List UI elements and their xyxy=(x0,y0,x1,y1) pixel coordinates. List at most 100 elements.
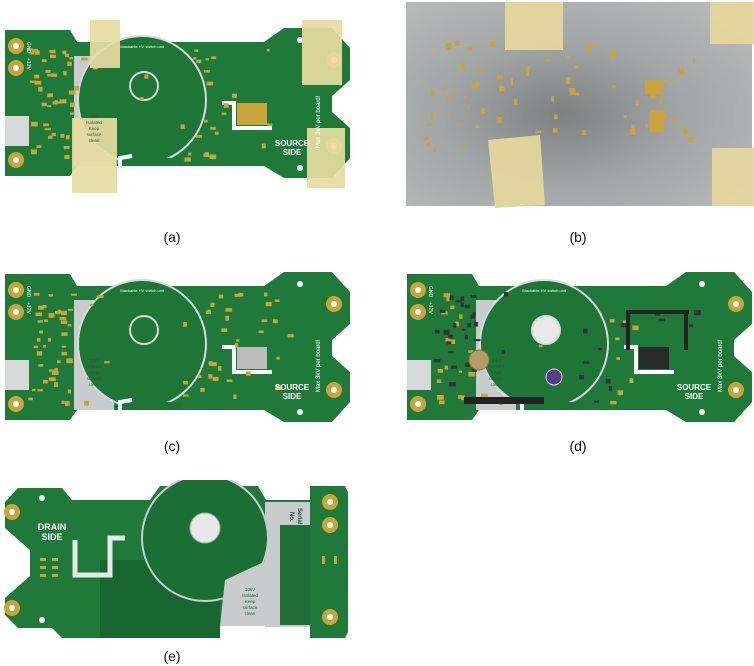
silkscreen-label: +12V xyxy=(427,302,433,314)
stencil-aperture xyxy=(659,97,662,105)
silkscreen-label: 10kV xyxy=(89,358,99,363)
stencil-aperture xyxy=(575,65,579,69)
stencil-aperture xyxy=(525,66,530,69)
stencil-aperture xyxy=(629,128,636,135)
silkscreen-label: Stackable HV switch unit xyxy=(522,288,567,293)
tape-strip xyxy=(505,2,563,50)
stencil-aperture xyxy=(688,136,693,143)
stencil-aperture xyxy=(467,47,473,51)
silkscreen-label: surface xyxy=(87,132,102,137)
silkscreen-label: 10kV xyxy=(89,114,99,119)
stencil-aperture xyxy=(535,130,542,133)
silkscreen-label: Keep xyxy=(89,126,100,131)
tape-strip xyxy=(307,128,345,188)
stencil-aperture xyxy=(489,40,495,48)
silkscreen-label: SIDE xyxy=(283,392,302,401)
stencil-aperture xyxy=(545,58,551,62)
isolation-label: Isolated xyxy=(242,593,258,598)
pcb-photo-d: Stackable HV switch unit GND +12V SOURCESID… xyxy=(407,272,752,422)
stencil-aperture xyxy=(565,56,571,59)
silkscreen-label: Max 3kV per board! xyxy=(316,95,322,148)
caption-b: (b) xyxy=(569,229,587,245)
stencil-aperture xyxy=(611,56,614,62)
stencil-apertures xyxy=(423,40,695,155)
silkscreen-label: Isolated xyxy=(86,364,102,369)
stencil-aperture xyxy=(582,130,586,135)
stencil-aperture xyxy=(471,84,476,89)
silkscreen-label: clean xyxy=(89,382,100,387)
silkscreen-label: SIDE xyxy=(685,392,704,401)
stencil-aperture xyxy=(610,50,617,57)
tape-strip xyxy=(712,148,754,206)
stencil-aperture xyxy=(650,94,656,99)
stencil-aperture xyxy=(591,45,594,49)
silkscreen-label: GND xyxy=(25,286,31,298)
isolation-label: surface xyxy=(243,605,258,610)
stencil-aperture xyxy=(430,113,434,120)
tape-strip xyxy=(488,135,545,208)
isolation-label: Keep xyxy=(245,599,256,604)
stencil-aperture xyxy=(477,68,483,72)
silkscreen-label: +12V xyxy=(25,58,31,70)
stencil-aperture xyxy=(586,44,591,52)
stencil-aperture xyxy=(455,40,460,46)
stencil-aperture xyxy=(433,148,436,152)
pcb-photo-a: Stackable HV switch unitGND+12VSOURCESID… xyxy=(5,20,350,193)
stencil-aperture xyxy=(463,96,467,99)
stencil-aperture xyxy=(426,142,431,147)
stencil-aperture xyxy=(497,75,503,80)
stencil-photo xyxy=(406,2,754,208)
tape-strip xyxy=(302,20,342,85)
stencil-aperture xyxy=(678,68,684,75)
silkscreen-label: Keep xyxy=(491,370,502,375)
silkscreen-label: surface xyxy=(87,376,102,381)
silkscreen-label: clean xyxy=(491,382,502,387)
stencil-aperture xyxy=(423,136,429,140)
drain-side-label: SIDE xyxy=(41,532,62,542)
serial-number-label: Serial xyxy=(296,508,302,525)
tape-strip xyxy=(710,2,754,44)
stencil-aperture xyxy=(452,88,457,92)
caption-d: (d) xyxy=(569,438,587,454)
stencil-aperture xyxy=(663,113,666,119)
stencil-aperture xyxy=(445,43,452,50)
stencil-sheet xyxy=(406,2,752,206)
stencil-aperture xyxy=(554,114,558,120)
stencil-aperture xyxy=(623,115,627,118)
silkscreen-label: SOURCE xyxy=(677,383,712,392)
silkscreen-label: SIDE xyxy=(283,148,302,157)
silkscreen-label: SOURCE xyxy=(275,383,310,392)
tape-strip xyxy=(90,20,120,68)
stencil-aperture xyxy=(669,79,673,82)
silkscreen-label: Stackable HV switch unit xyxy=(120,44,165,49)
panel-b-stencil xyxy=(400,0,754,212)
stencil-aperture xyxy=(475,125,480,129)
silkscreen-label: Keep xyxy=(89,370,100,375)
pcb-board: Stackable HV switch unitGND+12VSOURCESID… xyxy=(5,20,350,193)
stencil-aperture xyxy=(460,62,465,70)
silkscreen-label: Isolated xyxy=(86,120,102,125)
pcb-board-back: DRAIN SIDE 10kV Isolated Keep surface cl… xyxy=(4,474,348,638)
stencil-aperture xyxy=(457,122,461,126)
stencil-aperture xyxy=(574,92,580,96)
silkscreen-label: SOURCE xyxy=(275,139,310,148)
stencil-aperture xyxy=(692,57,695,64)
stencil-aperture xyxy=(441,87,446,91)
silkscreen-label: Max 3kV per board! xyxy=(718,339,724,392)
silkscreen-label: 10kV xyxy=(491,358,501,363)
silkscreen-label: GND xyxy=(427,286,433,298)
pcb-photo-c: Stackable HV switch unit GND +12V SOURCESID… xyxy=(5,272,350,422)
serial-number-label: No. xyxy=(288,512,294,522)
stencil-aperture xyxy=(645,124,648,129)
caption-a: (a) xyxy=(163,229,181,245)
stencil-aperture xyxy=(551,95,554,102)
isolation-label: 10kV xyxy=(245,587,255,592)
pcb-board: Stackable HV switch unit GND +12V SOURCESID… xyxy=(5,272,350,422)
stencil-aperture xyxy=(635,99,639,106)
tape-strip xyxy=(72,118,117,193)
silkscreen-label: +12V xyxy=(25,302,31,314)
stencil-aperture xyxy=(513,98,518,105)
stencil-aperture xyxy=(497,117,502,123)
silkscreen-label: Stackable HV switch unit xyxy=(120,288,165,293)
